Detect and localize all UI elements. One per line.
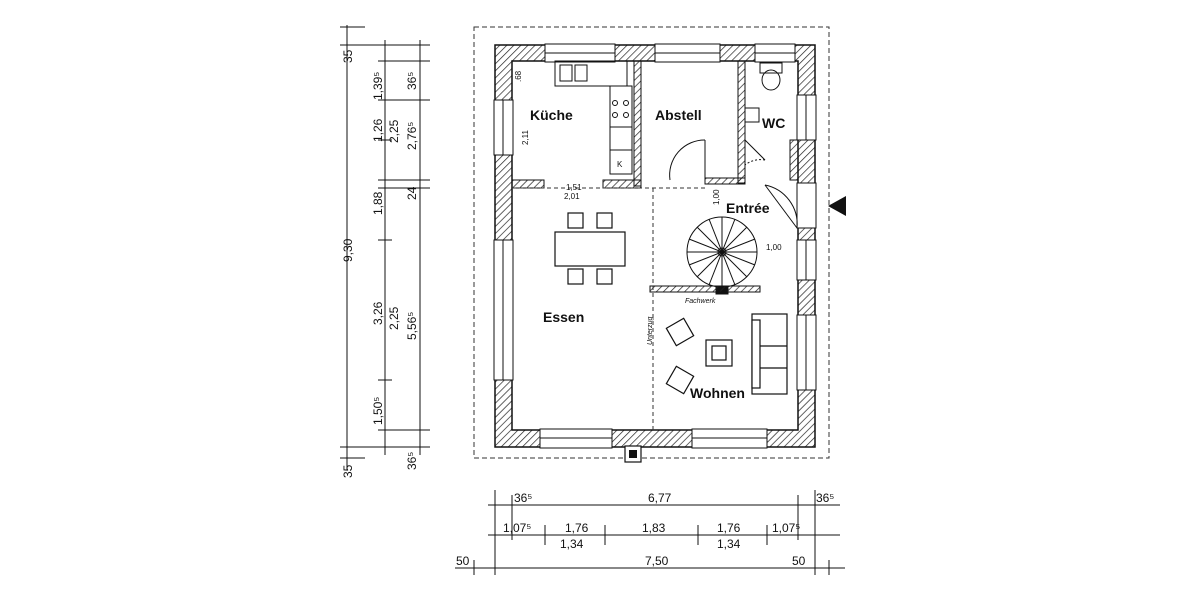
windows (493, 43, 817, 449)
dim-left-c4-d: 5,56⁵ (405, 312, 419, 340)
dim-left-c1-c: 35 (341, 464, 355, 478)
living-furniture (665, 313, 788, 395)
dim-left-c2-b: 1,26 (371, 118, 385, 142)
dim-bottom-r1-a: 36⁵ (514, 491, 532, 505)
dim-bottom-r3-a: 50 (456, 554, 470, 568)
fachwerk-beam (649, 285, 761, 293)
room-label-wohnen: Wohnen (690, 385, 745, 401)
spiral-staircase (686, 216, 758, 295)
dim-left-c4-b: 2,76⁵ (405, 122, 419, 150)
dim-left-c1-a: 35 (341, 49, 355, 63)
dim-bottom-r1-b: 6,77 (648, 491, 672, 505)
dim-left-c2-e: 1,50⁵ (371, 397, 385, 425)
doors (669, 139, 798, 229)
dim-bottom-r1-c: 36⁵ (816, 491, 834, 505)
dim-left-c2-a: 1,39⁵ (371, 72, 385, 100)
dim-bottom-r2-a: 1,07⁵ (503, 521, 531, 535)
dim-left-c4-c: 24 (405, 186, 419, 200)
dim-bottom-r2-b: 1,76 (565, 521, 589, 535)
note-stove: K (617, 160, 623, 169)
dim-bottom-r3-c: 50 (792, 554, 806, 568)
room-label-kueche: Küche (530, 107, 573, 123)
entrance-arrow-icon (828, 196, 846, 216)
dining-table (554, 212, 626, 285)
dim-left-c4-a: 36⁵ (405, 72, 419, 90)
wc-fixtures (744, 62, 783, 123)
room-label-wc: WC (762, 115, 785, 131)
dim-bottom-r2-c: 1,83 (642, 521, 666, 535)
dim-kitchen-outer: 2,01 (564, 192, 580, 201)
dim-kitchen-depth: 2,11 (521, 129, 530, 145)
dim-bottom-r2-d: 1,76 (717, 521, 741, 535)
dim-bottom-r2-e: 1,07⁵ (772, 521, 800, 535)
kitchen-counter (554, 60, 633, 175)
dim-left-c3-a: 2,25 (387, 119, 401, 143)
note-unterzug: Unterzug (647, 316, 654, 345)
room-label-essen: Essen (543, 309, 584, 325)
dim-left-c4-e: 36⁵ (405, 452, 419, 470)
dim-counter: .68 (514, 70, 523, 82)
chimney-flue (629, 450, 637, 458)
dim-left-c1-b: 9,30 (341, 238, 355, 262)
dim-left-c2-d: 3,26 (371, 301, 385, 325)
room-label-abstell: Abstell (655, 107, 702, 123)
dim-bottom-r2b-b: 1,34 (717, 537, 741, 551)
dim-left-c2-c: 1,88 (371, 191, 385, 215)
dim-bottom-r2b-a: 1,34 (560, 537, 584, 551)
property-outline (473, 26, 830, 459)
unterzug-lines (512, 187, 705, 430)
dim-kitchen-width: 1,51 (566, 183, 582, 192)
note-fachwerk: Fachwerk (685, 298, 716, 305)
dim-left-c3-b: 2,25 (387, 306, 401, 330)
bottom-dimension-lines (455, 490, 845, 575)
dim-stair-right: 1,00 (766, 243, 782, 252)
left-dimension-lines (340, 25, 430, 470)
dim-bottom-r3-b: 7,50 (645, 554, 669, 568)
dim-stair-top: 1,00 (712, 189, 721, 205)
room-label-entree: Entrée (726, 200, 770, 216)
